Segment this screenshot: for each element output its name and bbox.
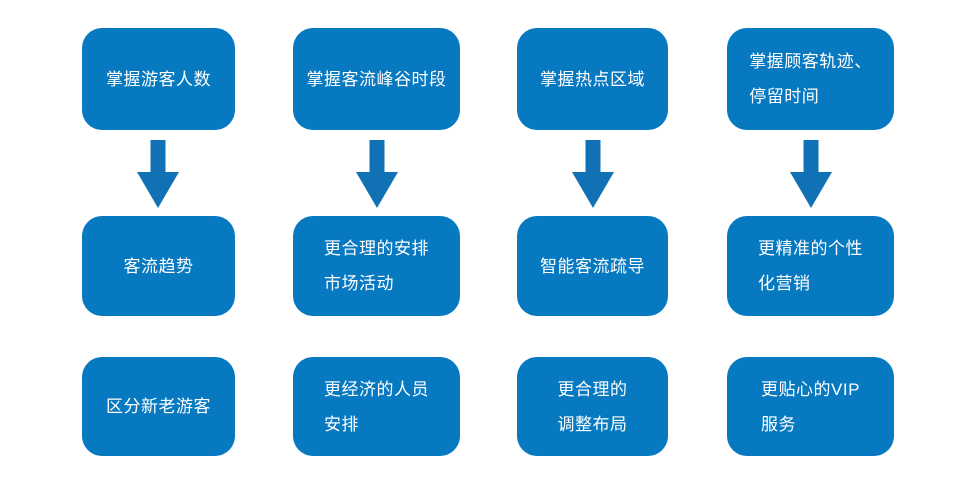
box-staff-arrangement: 更经济的人员 安排 — [293, 357, 460, 456]
box-peak-valley-periods-label: 掌握客流峰谷时段 — [306, 69, 447, 89]
down-arrow-icon — [572, 140, 614, 208]
box-smart-crowd-guidance-label: 智能客流疏导 — [540, 256, 645, 276]
box-vip-service: 更贴心的VIP 服务 — [727, 357, 894, 456]
box-layout-adjustment: 更合理的 调整布局 — [517, 357, 668, 456]
box-marketing-arrangement-label: 更合理的安排 市场活动 — [324, 239, 429, 293]
box-staff-arrangement-label: 更经济的人员 安排 — [324, 379, 429, 434]
box-new-old-visitors: 区分新老游客 — [82, 357, 235, 456]
box-layout-adjustment-label: 更合理的 调整布局 — [557, 379, 628, 434]
box-peak-valley-periods: 掌握客流峰谷时段 — [293, 28, 460, 130]
box-traffic-trend: 客流趋势 — [82, 216, 235, 316]
down-arrow-icon — [356, 140, 398, 208]
box-customer-track-dwell-label: 掌握顾客轨迹、 停留时间 — [749, 52, 872, 106]
down-arrow-icon — [790, 140, 832, 208]
box-new-old-visitors-label: 区分新老游客 — [106, 397, 211, 416]
box-customer-track-dwell: 掌握顾客轨迹、 停留时间 — [727, 28, 894, 130]
box-personalized-marketing-label: 更精准的个性 化营销 — [758, 239, 863, 293]
box-visitor-count: 掌握游客人数 — [82, 28, 235, 130]
box-hotspot-areas-label: 掌握热点区域 — [540, 69, 645, 89]
box-personalized-marketing: 更精准的个性 化营销 — [727, 216, 894, 316]
box-hotspot-areas: 掌握热点区域 — [517, 28, 668, 130]
box-marketing-arrangement: 更合理的安排 市场活动 — [293, 216, 460, 316]
box-visitor-count-label: 掌握游客人数 — [106, 69, 211, 89]
box-traffic-trend-label: 客流趋势 — [123, 256, 194, 276]
box-vip-service-label: 更贴心的VIP 服务 — [761, 379, 860, 434]
box-smart-crowd-guidance: 智能客流疏导 — [517, 216, 668, 316]
down-arrow-icon — [137, 140, 179, 208]
